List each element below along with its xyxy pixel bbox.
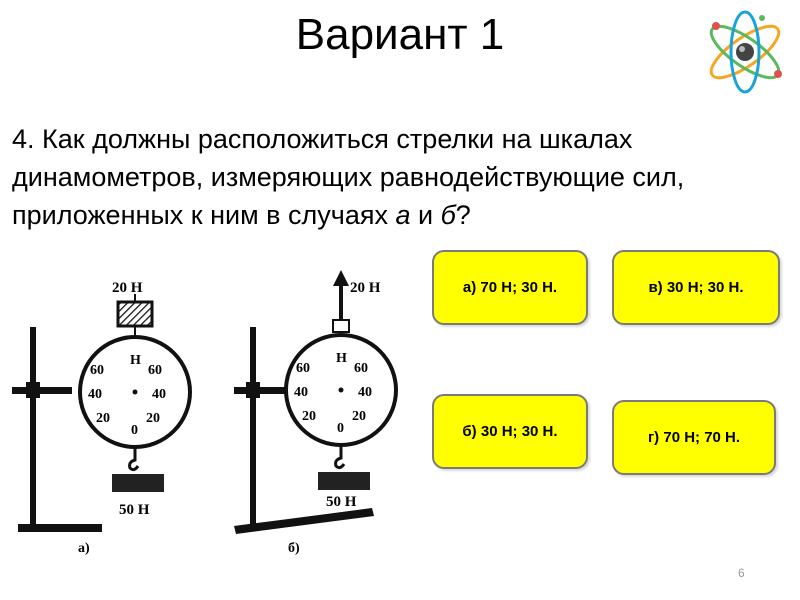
scale-a-right-40: 40 bbox=[152, 387, 166, 402]
scale-a-zero: 0 bbox=[131, 423, 138, 438]
case-a-ref: а bbox=[395, 200, 411, 230]
answer-v-button[interactable]: в) 30 Н; 30 Н. bbox=[612, 250, 780, 325]
unit-label-a: Н bbox=[130, 353, 141, 368]
scale-a-right-20: 20 bbox=[146, 411, 160, 426]
atom-icon bbox=[709, 10, 782, 94]
answer-b-button[interactable]: б) 30 Н; 30 Н. bbox=[432, 394, 588, 469]
scale-b-right-20: 20 bbox=[352, 409, 366, 424]
answer-a-button[interactable]: а) 70 Н; 30 Н. bbox=[432, 250, 588, 325]
dynamometer-a: 20 Н Н 60 40 20 60 40 20 0 50 Н а) bbox=[12, 280, 192, 556]
scale-b-right-40: 40 bbox=[358, 385, 372, 400]
unit-label-b: Н bbox=[336, 351, 347, 366]
scale-a-left-60: 60 bbox=[90, 363, 104, 378]
scale-b-left-40: 40 bbox=[294, 385, 308, 400]
scale-a-left-20: 20 bbox=[96, 411, 110, 426]
bottom-weight-label-b: 50 Н bbox=[326, 494, 357, 510]
scale-a-left-40: 40 bbox=[88, 387, 102, 402]
dynamometer-b: 20 Н Н 60 40 20 60 40 20 0 50 Н б) bbox=[234, 270, 398, 556]
top-weight-label-a: 20 Н bbox=[112, 280, 143, 296]
dynamometer-figure: 20 Н Н 60 40 20 60 40 20 0 50 Н а) 20 Н … bbox=[12, 270, 398, 556]
slide-title: Вариант 1 bbox=[295, 10, 505, 59]
caption-b: б) bbox=[288, 541, 300, 556]
page-number: 6 bbox=[738, 566, 745, 580]
scale-a-right-60: 60 bbox=[148, 363, 162, 378]
scale-b-right-60: 60 bbox=[354, 361, 368, 376]
question-text: 4. Как должны расположиться стрелки на ш… bbox=[12, 124, 685, 230]
case-b-ref: б bbox=[440, 200, 456, 230]
bottom-weight-label-a: 50 Н bbox=[119, 502, 150, 518]
arrow-label-b: 20 Н bbox=[350, 280, 381, 296]
scale-b-zero: 0 bbox=[337, 421, 344, 436]
caption-a: а) bbox=[78, 541, 90, 556]
answer-g-button[interactable]: г) 70 Н; 70 Н. bbox=[612, 400, 776, 475]
scale-b-left-60: 60 bbox=[296, 361, 310, 376]
scale-b-left-20: 20 bbox=[302, 409, 316, 424]
